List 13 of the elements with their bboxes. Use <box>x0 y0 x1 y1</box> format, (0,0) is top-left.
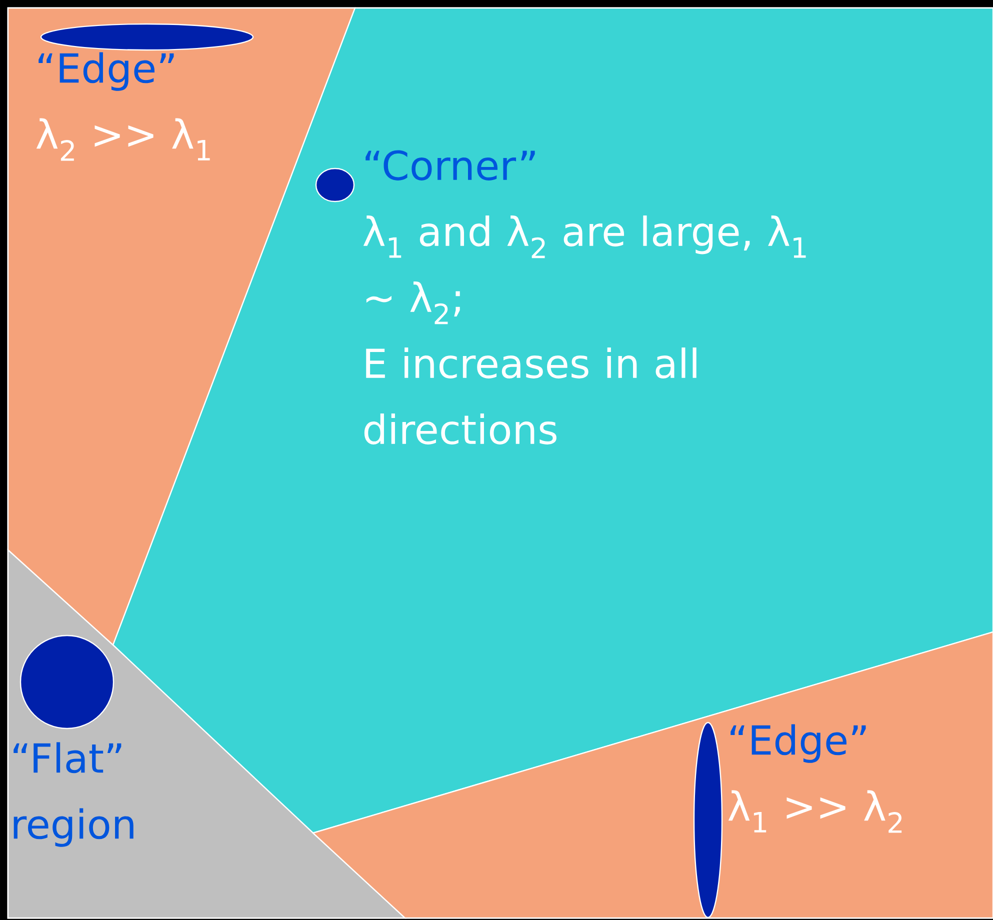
edge-region <box>7 7 356 646</box>
region-title: “Edge” <box>38 52 174 91</box>
region-title: “Edge” <box>730 724 866 763</box>
circle <box>20 634 114 730</box>
description-text: λ$_{1}$ >> λ$_{2}$ <box>728 790 902 833</box>
description-text: λ$_{2}$ >> λ$_{1}$ <box>36 118 210 161</box>
region-title: “Flat” region <box>14 742 134 847</box>
ellipse <box>693 722 723 918</box>
description-text: E increases in all directions <box>364 348 696 444</box>
description-text: λ$_{1}$ and λ$_{2}$ are large, λ$_{1}$ ~ λ$_{2}$; <box>363 216 806 324</box>
ellipse <box>40 23 254 51</box>
ellipse <box>315 168 355 202</box>
region-title: “Corner” <box>366 150 535 180</box>
